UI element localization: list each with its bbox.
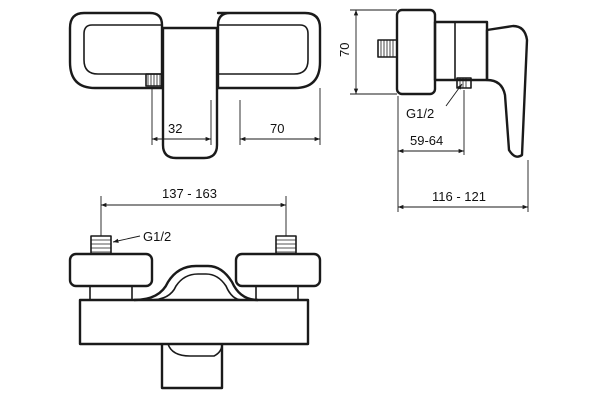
front-right-flange (234, 252, 322, 288)
top-body (161, 26, 219, 160)
dim-label-137-163: 137 - 163 (162, 186, 217, 201)
side-stub-pipe (377, 39, 398, 58)
front-left-connector (90, 235, 112, 255)
top-left-flange-outer (68, 11, 164, 90)
dim-label-70-top: 70 (270, 121, 284, 136)
dim-label-70-side: 70 (337, 43, 352, 57)
side-view: 70 G1/2 59-64 116 - 121 (337, 8, 529, 212)
top-left-flange-inner (83, 24, 163, 75)
front-body (78, 298, 310, 346)
front-view: 137 - 163 G1/2 (68, 186, 322, 390)
top-right-flange-outer (216, 11, 322, 90)
top-view: 32 70 (68, 11, 322, 160)
front-right-connector (275, 235, 297, 255)
top-stub-pipe (145, 73, 164, 87)
dim-label-59-64: 59-64 (410, 133, 443, 148)
front-left-flange (68, 252, 154, 288)
side-outlet (456, 77, 472, 89)
top-stub-hatch (147, 74, 161, 86)
side-flange (395, 8, 437, 96)
front-lever (133, 264, 259, 302)
side-lever-handle (485, 24, 529, 158)
dim-label-116-121: 116 - 121 (432, 189, 486, 204)
front-outlet (160, 344, 224, 390)
dim-label-32: 32 (168, 121, 182, 136)
top-right-flange-inner (217, 24, 309, 75)
side-body (433, 20, 489, 82)
side-thread-label: G1/2 (406, 106, 434, 121)
front-thread-label: G1/2 (143, 229, 171, 244)
side-stub-hatch (380, 40, 394, 57)
